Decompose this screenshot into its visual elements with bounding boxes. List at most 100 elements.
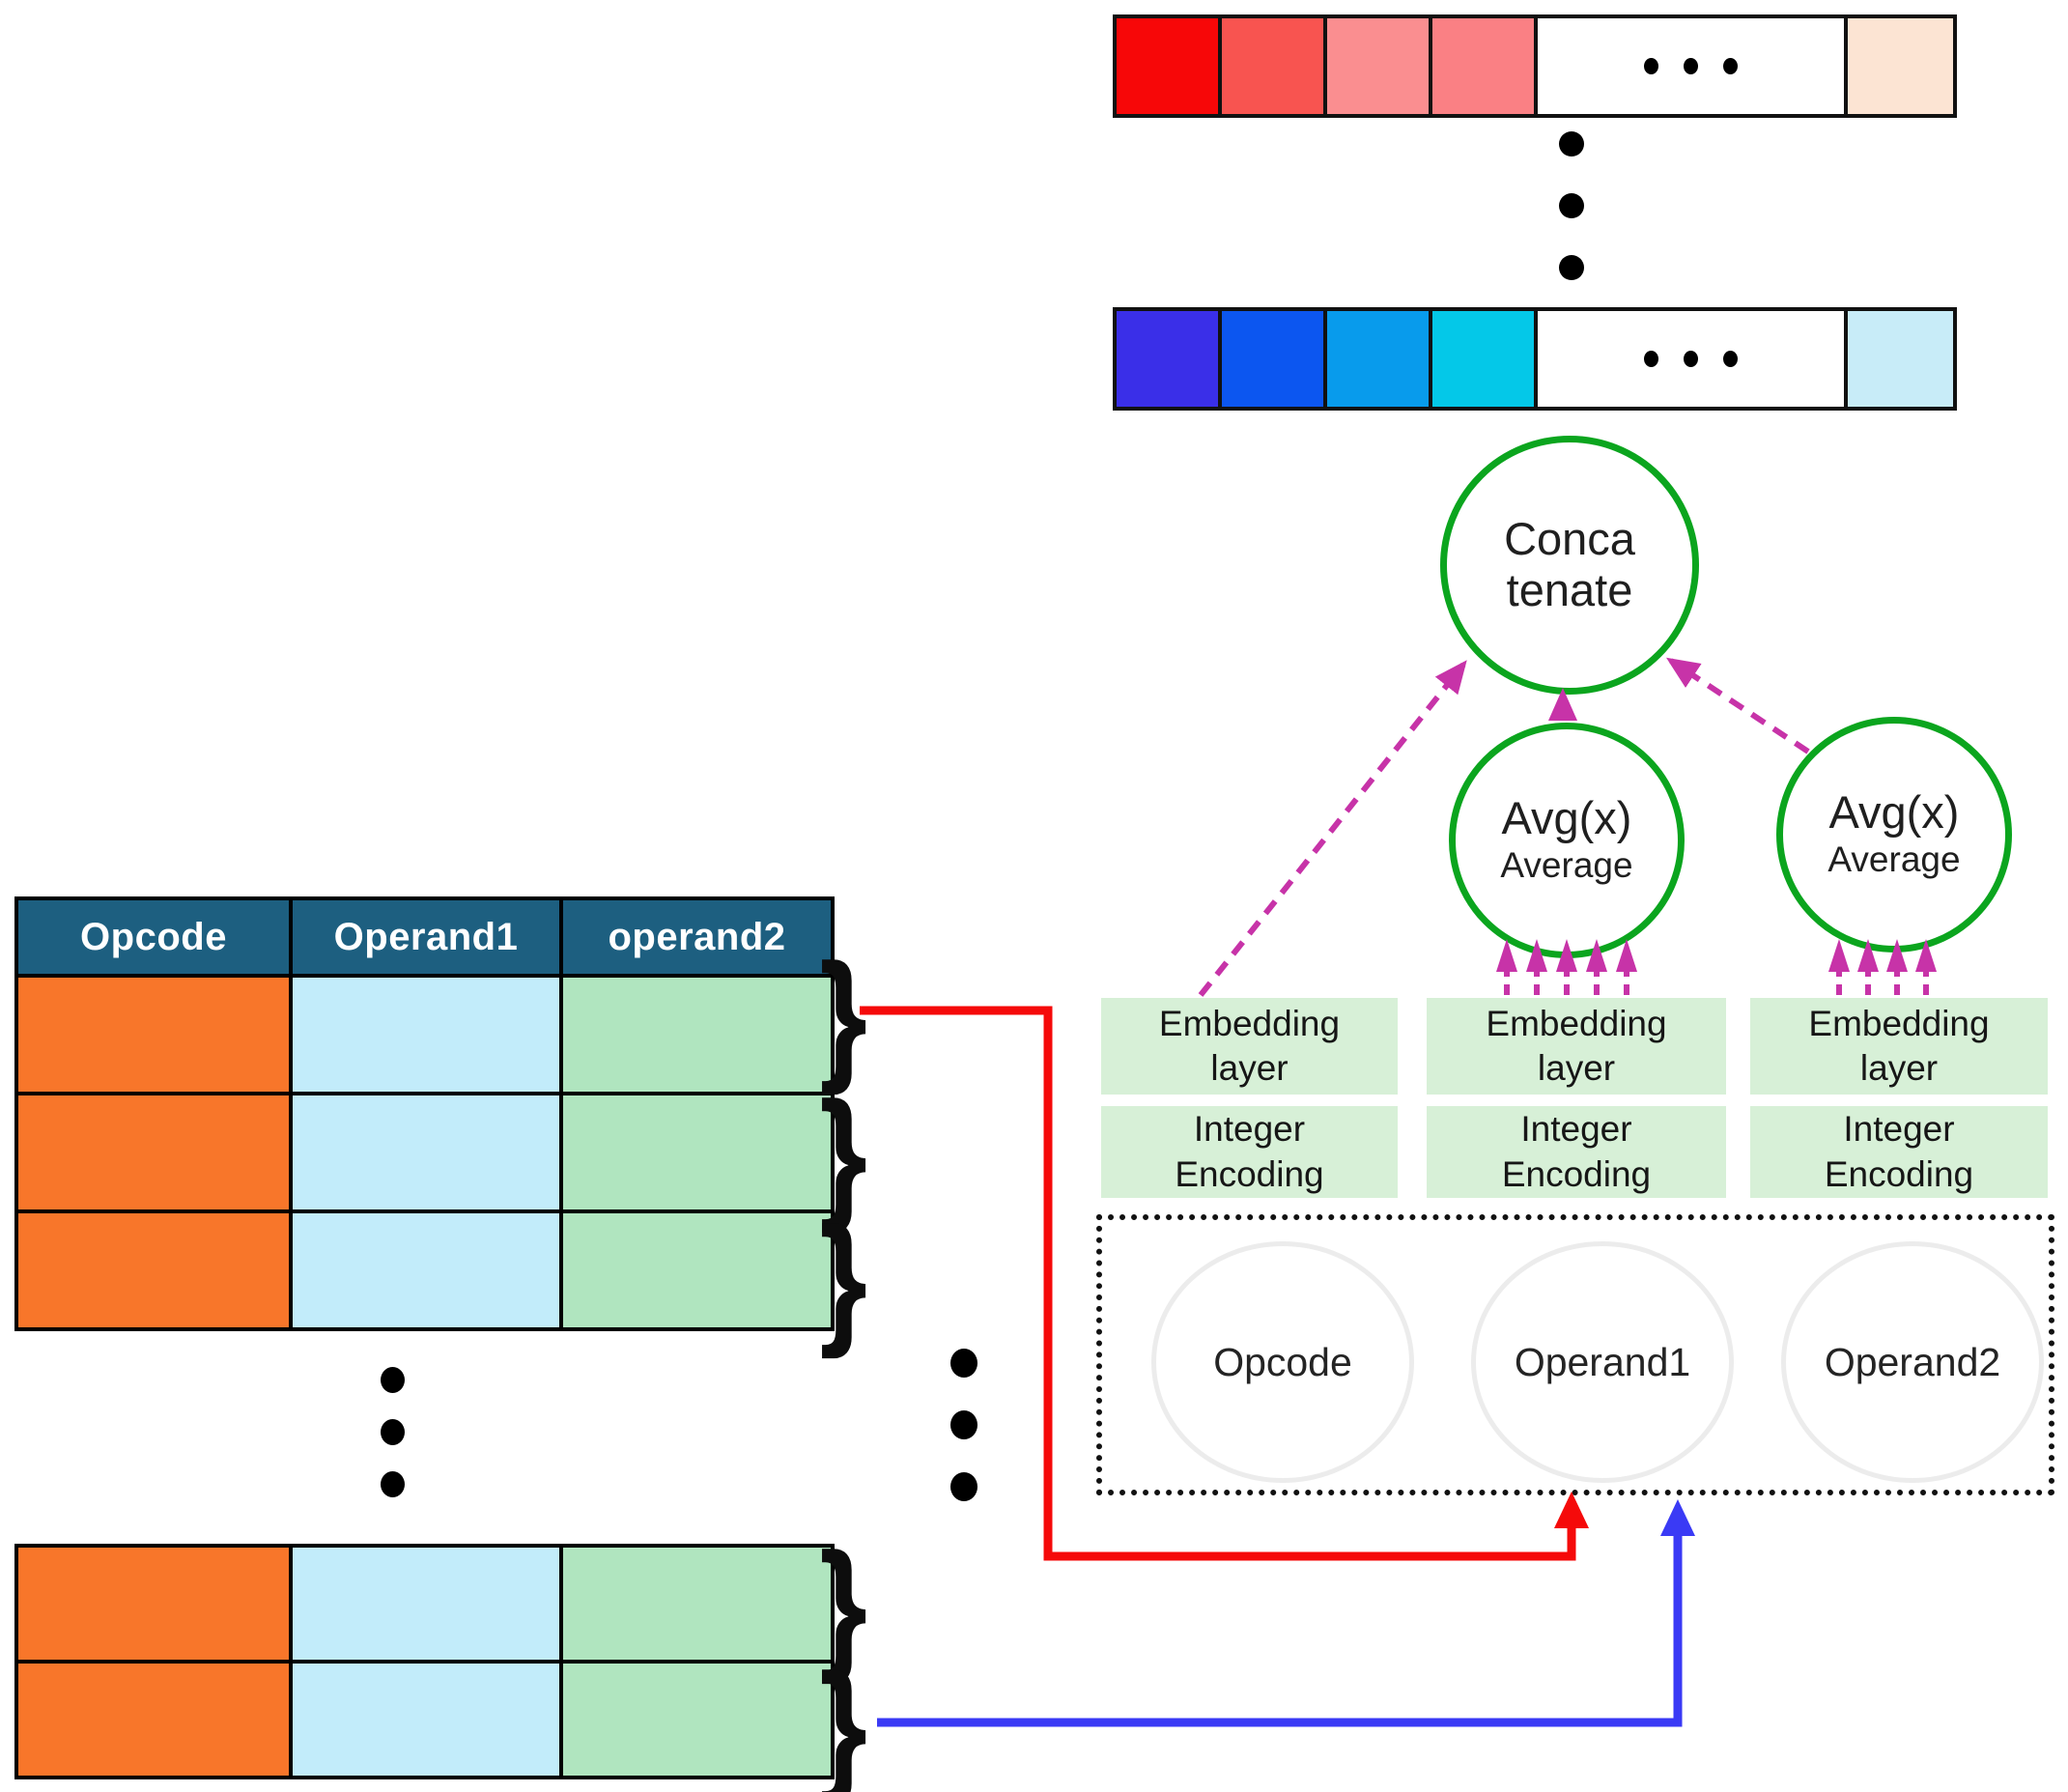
encoding-label-line2: Encoding bbox=[1824, 1153, 1974, 1194]
small-arrowhead bbox=[1526, 939, 1547, 972]
opcode-cell bbox=[14, 974, 293, 1095]
integer-encoding-box-operand1: Integer Encoding bbox=[1427, 1106, 1726, 1198]
blue-arrowhead bbox=[1660, 1499, 1695, 1536]
small-arrowhead bbox=[1915, 939, 1937, 972]
small-arrowhead bbox=[1857, 939, 1879, 972]
operand2-cell bbox=[559, 1544, 835, 1664]
vector-cell-ellipsis bbox=[1538, 18, 1848, 114]
concatenate-label-line2: tenate bbox=[1506, 564, 1633, 615]
operand2-cell bbox=[559, 1660, 835, 1779]
embedding-label-line2: layer bbox=[1859, 1048, 1939, 1088]
operand1-cell bbox=[289, 1660, 563, 1779]
row-brace: } bbox=[819, 1071, 867, 1234]
small-arrowhead bbox=[1496, 939, 1517, 972]
vector-cell bbox=[1848, 18, 1953, 114]
opcode-cell bbox=[14, 1209, 293, 1331]
vector-cell bbox=[1327, 311, 1432, 407]
avg-label: Avg(x) bbox=[1501, 792, 1632, 844]
small-arrowhead bbox=[1586, 939, 1607, 972]
embedding-layer-box-operand1: Embedding layer bbox=[1427, 998, 1726, 1095]
table-header-row: Opcode Operand1 operand2 bbox=[14, 896, 835, 978]
embedding-label-line1: Embedding bbox=[1808, 1003, 1990, 1043]
blue-connector-arrow bbox=[877, 1532, 1683, 1727]
small-arrowhead bbox=[1828, 939, 1850, 972]
encoding-label-line1: Integer bbox=[1843, 1109, 1955, 1150]
embedding-label-line1: Embedding bbox=[1158, 1003, 1341, 1043]
ellipsis-dots bbox=[1538, 311, 1844, 407]
header-operand1: Operand1 bbox=[289, 896, 563, 978]
blue-embedding-vector bbox=[1113, 307, 1957, 411]
embedding-to-concatenate-arrow bbox=[1198, 660, 1467, 997]
table-row bbox=[14, 1092, 835, 1213]
input-label-operand2: Operand2 bbox=[1824, 1339, 2001, 1384]
vector-cell bbox=[1222, 18, 1327, 114]
concatenate-label-line1: Conca bbox=[1504, 513, 1635, 565]
operand2-cell bbox=[559, 1092, 835, 1213]
embedding-to-avg-left-arrows bbox=[1496, 939, 1637, 995]
vertical-ellipsis-tables-right bbox=[950, 1349, 977, 1501]
input-label-opcode: Opcode bbox=[1213, 1339, 1352, 1384]
avg-right-to-concatenate-arrow bbox=[1665, 657, 1810, 754]
table-row bbox=[14, 974, 835, 1095]
header-operand2: operand2 bbox=[559, 896, 835, 978]
red-arrowhead bbox=[1554, 1492, 1589, 1528]
input-node-operand1: Operand1 bbox=[1471, 1241, 1734, 1483]
row-brace: } bbox=[819, 933, 867, 1095]
input-node-operand2: Operand2 bbox=[1781, 1241, 2044, 1483]
average-label: Average bbox=[1827, 839, 1961, 880]
red-embedding-vector bbox=[1113, 14, 1957, 118]
vector-cell bbox=[1222, 311, 1327, 407]
embedding-to-avg-right-arrows bbox=[1828, 939, 1937, 995]
table-row bbox=[14, 1660, 835, 1779]
input-node-opcode: Opcode bbox=[1151, 1241, 1414, 1483]
operand1-cell bbox=[289, 1544, 563, 1664]
vector-cell bbox=[1117, 18, 1222, 114]
vector-cell bbox=[1327, 18, 1432, 114]
average-label: Average bbox=[1500, 845, 1633, 886]
row-brace: } bbox=[819, 1643, 867, 1792]
table-row bbox=[14, 1209, 835, 1331]
avg-label: Avg(x) bbox=[1828, 786, 1960, 839]
operand2-cell bbox=[559, 1209, 835, 1331]
embedding-label-line1: Embedding bbox=[1486, 1003, 1667, 1043]
operand1-cell bbox=[289, 1209, 563, 1331]
opcode-cell bbox=[14, 1660, 293, 1779]
encoding-label-line1: Integer bbox=[1520, 1109, 1632, 1150]
integer-encoding-box-opcode: Integer Encoding bbox=[1101, 1106, 1398, 1198]
vector-cell bbox=[1117, 311, 1222, 407]
opcode-cell bbox=[14, 1544, 293, 1664]
vertical-ellipsis-tables-left bbox=[381, 1367, 405, 1497]
header-opcode: Opcode bbox=[14, 896, 293, 978]
vector-cell bbox=[1432, 18, 1538, 114]
table-row bbox=[14, 1544, 835, 1664]
concatenate-node: Conca tenate bbox=[1440, 436, 1699, 695]
encoding-label-line1: Integer bbox=[1193, 1109, 1306, 1150]
integer-encoding-box-operand2: Integer Encoding bbox=[1750, 1106, 2048, 1198]
average-node-right: Avg(x) Average bbox=[1776, 717, 2012, 953]
operand1-cell bbox=[289, 1092, 563, 1213]
encoding-label-line2: Encoding bbox=[1501, 1153, 1652, 1194]
small-arrowhead bbox=[1556, 939, 1577, 972]
small-arrowhead bbox=[1616, 939, 1637, 972]
instruction-table-bottom bbox=[14, 1544, 835, 1779]
vector-cell bbox=[1432, 311, 1538, 407]
ellipsis-dots bbox=[1538, 18, 1844, 114]
row-brace: } bbox=[819, 1197, 867, 1359]
embedding-layer-box-operand2: Embedding layer bbox=[1750, 998, 2048, 1095]
vector-cell bbox=[1848, 311, 1953, 407]
embedding-label-line2: layer bbox=[1537, 1048, 1616, 1088]
small-arrowhead bbox=[1886, 939, 1908, 972]
embedding-label-line2: layer bbox=[1210, 1048, 1289, 1088]
encoding-label-line2: Encoding bbox=[1175, 1153, 1324, 1194]
input-label-operand1: Operand1 bbox=[1514, 1339, 1691, 1384]
average-node-left: Avg(x) Average bbox=[1449, 723, 1685, 958]
vector-cell-ellipsis bbox=[1538, 311, 1848, 407]
embedding-layer-box-opcode: Embedding layer bbox=[1101, 998, 1398, 1095]
vertical-ellipsis-vectors bbox=[1559, 131, 1584, 280]
opcode-cell bbox=[14, 1092, 293, 1213]
instruction-table-top: Opcode Operand1 operand2 bbox=[14, 896, 835, 1331]
operand1-cell bbox=[289, 974, 563, 1095]
operand2-cell bbox=[559, 974, 835, 1095]
